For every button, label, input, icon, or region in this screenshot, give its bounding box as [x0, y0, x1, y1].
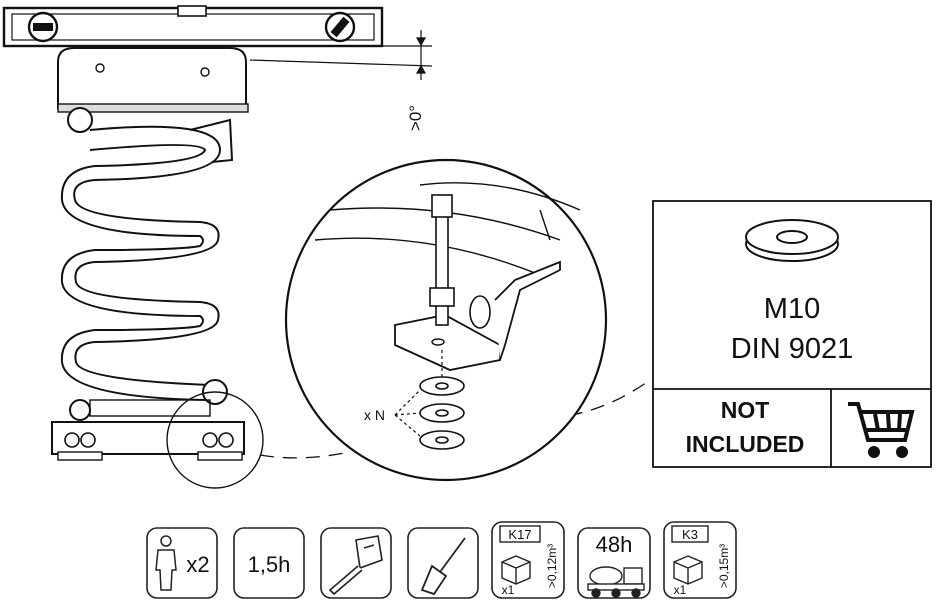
washer-size: M10 — [764, 293, 820, 325]
detail-view: x N — [284, 158, 608, 482]
washer-spec-panel: M10 DIN 9021 NOT INCLUDED — [652, 200, 932, 468]
k17-qty: x1 — [502, 583, 515, 597]
not-included-line2: INCLUDED — [686, 431, 805, 457]
multiplier-label: x N — [364, 407, 385, 423]
time-value: 1,5h — [248, 552, 291, 577]
concrete-mixer-truck-icon — [587, 566, 645, 598]
k3-volume: >0,15m³ — [717, 544, 731, 588]
shopping-cart-icon — [848, 402, 915, 458]
concrete-k17-icon: K17 x1 >0,12m³ — [491, 521, 565, 599]
detail-leaders — [259, 379, 651, 459]
angle-label: >0° — [406, 105, 425, 131]
workers-count: x2 — [186, 552, 209, 577]
curing-icon: 48h — [577, 527, 651, 599]
angle-indicator — [249, 30, 433, 80]
shovel-icon — [407, 527, 479, 599]
washer-icon — [745, 219, 839, 262]
not-included-line1: NOT — [721, 397, 770, 423]
tape-measure-icon — [320, 527, 392, 599]
time-icon: 1,5h — [233, 527, 305, 599]
spring-assembly — [51, 47, 264, 489]
workers-icon: x2 — [146, 527, 218, 599]
curing-time: 48h — [596, 532, 633, 557]
concrete-k3-icon: K3 x1 >0,15m³ — [663, 521, 737, 599]
k3-qty: x1 — [674, 583, 687, 597]
spirit-level — [2, 5, 384, 48]
k3-grade: K3 — [682, 527, 698, 542]
k17-volume: >0,12m³ — [545, 544, 559, 588]
k17-grade: K17 — [508, 527, 531, 542]
washer-standard: DIN 9021 — [731, 333, 854, 365]
